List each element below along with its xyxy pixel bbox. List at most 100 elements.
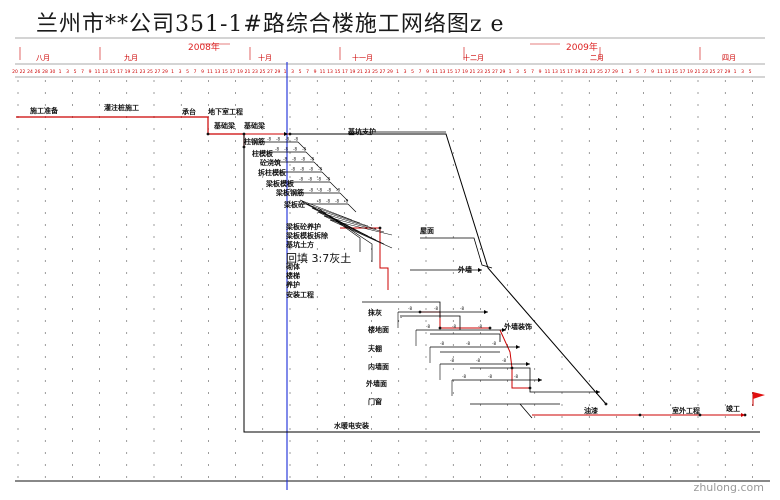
activity-label: 楼梯 <box>286 272 300 280</box>
day-tick-label: 5 <box>74 69 77 75</box>
day-tick-label: 24 <box>27 69 33 75</box>
day-tick-label: 17 <box>567 69 573 75</box>
day-tick-label: 23 <box>702 69 708 75</box>
support-line <box>290 133 607 405</box>
diagram-title: 兰州市**公司351-1#路综合楼施工网络图z e <box>36 12 505 37</box>
activity-label: 梁板模板 <box>266 180 294 188</box>
day-tick-label: 17 <box>117 69 123 75</box>
day-tick-label: 5 <box>636 69 639 75</box>
day-tick-label: 13 <box>327 69 333 75</box>
network-node <box>488 326 492 330</box>
day-tick-label: 23 <box>590 69 596 75</box>
network-node <box>418 310 422 314</box>
duration-label: -8 <box>285 137 289 142</box>
day-tick-label: 3 <box>629 69 632 75</box>
activity-label: 砼浇筑 <box>260 159 281 167</box>
day-tick-label: 19 <box>350 69 356 75</box>
stage-line <box>329 181 339 191</box>
day-tick-label: 15 <box>672 69 678 75</box>
day-tick-label: 5 <box>411 69 414 75</box>
day-tick-label: 1 <box>284 69 287 75</box>
network-node <box>242 132 246 136</box>
day-tick-label: 29 <box>725 69 731 75</box>
day-tick-label: 15 <box>222 69 228 75</box>
activity-label: 抹灰 <box>368 309 382 317</box>
arrow-head <box>596 390 600 394</box>
activity-label: 竣工 <box>726 405 740 413</box>
duration-label: -8 <box>292 157 296 162</box>
day-tick-label: 9 <box>651 69 654 75</box>
day-tick-label: 9 <box>89 69 92 75</box>
activity-label: 基坑土方 <box>286 241 314 249</box>
support-line <box>519 403 533 419</box>
day-tick-label: 11 <box>320 69 326 75</box>
duration-label: -8 <box>488 374 492 379</box>
duration-label: -8 <box>317 177 321 182</box>
activity-label: 外墙面 <box>366 380 387 388</box>
duration-label: -8 <box>309 167 313 172</box>
day-tick-label: 3 <box>66 69 69 75</box>
duration-label: -8 <box>309 188 313 193</box>
frame-line <box>243 134 760 433</box>
duration-label: -8 <box>283 157 287 162</box>
fan-line <box>323 215 385 245</box>
duration-label: -8 <box>408 306 412 311</box>
day-tick-label: 1 <box>396 69 399 75</box>
duration-label: -8 <box>284 147 288 152</box>
day-tick-label: 29 <box>387 69 393 75</box>
month-label: 十月 <box>258 54 272 62</box>
activity-label: 柱钢筋 <box>244 138 265 146</box>
duration-label: -8 <box>308 177 312 182</box>
day-tick-label: 5 <box>524 69 527 75</box>
day-tick-label: 27 <box>155 69 161 75</box>
month-label: 十二月 <box>463 54 484 62</box>
day-tick-label: 25 <box>260 69 266 75</box>
stage-line <box>347 203 357 213</box>
month-label: 十一月 <box>352 54 373 62</box>
day-tick-label: 5 <box>299 69 302 75</box>
stage-line <box>305 151 315 161</box>
arrow-head <box>484 310 488 314</box>
day-tick-label: 27 <box>717 69 723 75</box>
stage-line <box>313 161 323 171</box>
activity-label: 外墙装饰 <box>504 323 532 331</box>
month-label: 四月 <box>722 54 736 62</box>
duration-label: -8 <box>276 137 280 142</box>
day-tick-label: 23 <box>477 69 483 75</box>
day-tick-label: 17 <box>680 69 686 75</box>
fan-line <box>317 207 361 252</box>
month-label: 八月 <box>36 54 50 62</box>
day-tick-label: 5 <box>186 69 189 75</box>
duration-label: -8 <box>426 324 430 329</box>
day-tick-label: 15 <box>335 69 341 75</box>
network-node <box>510 366 514 370</box>
arrow-head <box>538 378 542 382</box>
day-tick-label: 25 <box>372 69 378 75</box>
activity-label: 门窗 <box>368 398 382 406</box>
activity-label: 屋面 <box>420 227 434 235</box>
duration-label: -8 <box>452 324 456 329</box>
activity-label: 梁板钢筋 <box>276 189 304 197</box>
day-tick-label: 15 <box>447 69 453 75</box>
network-node <box>242 145 246 149</box>
day-tick-label: 13 <box>215 69 221 75</box>
duration-label: -8 <box>318 188 322 193</box>
critical-path <box>340 227 389 290</box>
year-2008: 2008年 <box>188 43 220 53</box>
support-line <box>400 315 461 330</box>
duration-label: -8 <box>514 374 518 379</box>
duration-label: -8 <box>302 147 306 152</box>
duration-label: -8 <box>476 358 480 363</box>
day-tick-label: 13 <box>102 69 108 75</box>
day-tick-label: 25 <box>147 69 153 75</box>
activity-label: 梁板砼 <box>284 201 305 209</box>
day-tick-label: 19 <box>237 69 243 75</box>
day-tick-label: 3 <box>516 69 519 75</box>
activity-label: 承台 <box>182 108 196 116</box>
day-tick-label: 21 <box>245 69 251 75</box>
network-node <box>638 413 642 417</box>
duration-label: -8 <box>462 374 466 379</box>
day-tick-label: 17 <box>342 69 348 75</box>
network-node <box>206 132 210 136</box>
duration-label: -8 <box>291 167 295 172</box>
